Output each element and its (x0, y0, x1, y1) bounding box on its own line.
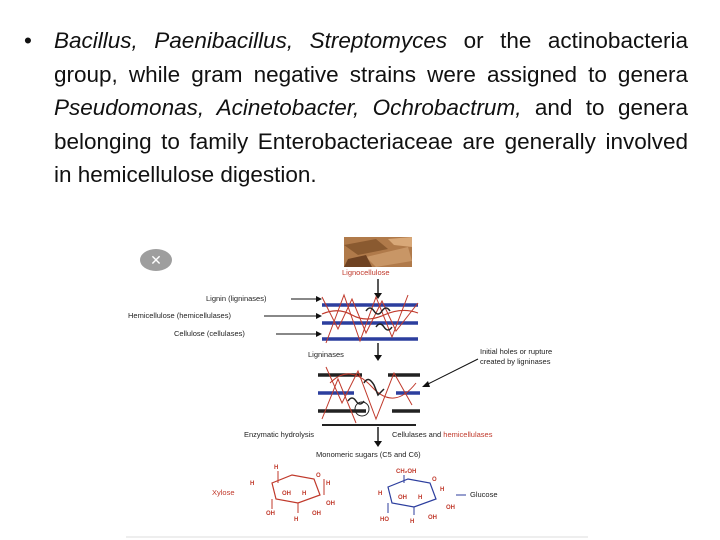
glucose-h2: H (418, 495, 422, 501)
glucose-ch2oh: CH₂OH (396, 469, 416, 475)
close-button[interactable]: ✕ (140, 249, 172, 271)
xylose-oh4: OH (312, 511, 321, 517)
glucose-oh2: OH (446, 505, 455, 511)
xylose-o: O (316, 473, 321, 479)
glucose-h4: H (410, 519, 414, 525)
paragraph-text: Bacillus, Paenibacillus, Streptomyces or… (54, 24, 688, 192)
holes-label-1: Initial holes or rupture (480, 347, 552, 356)
xylose-h4: H (294, 517, 298, 523)
lignin-label: Lignin (ligninases) (206, 294, 267, 303)
lignocellulose-diagram: ✕ Lignocellulose Lignin (ligninases) Hem… (126, 237, 588, 538)
xylose-h2: H (326, 481, 330, 487)
glucose-h3: H (440, 487, 444, 493)
paragraph-segment-2: and to genera belonging to family Entero… (54, 95, 689, 187)
glucose-h1: H (378, 491, 382, 497)
cellulose-arrowhead (316, 331, 322, 337)
monomeric-label: Monomeric sugars (C5 and C6) (316, 450, 421, 459)
genus-bacillus: Bacillus, (54, 28, 138, 53)
genus-paenibacillus: Paenibacillus, (154, 28, 294, 53)
lignocellulose-structure (321, 293, 419, 344)
lignin-arrowhead (316, 296, 322, 302)
enzymatic-label: Enzymatic hydrolysis (244, 430, 314, 439)
xylose-h5: H (250, 481, 254, 487)
cellulose-label: Cellulose (cellulases) (174, 329, 245, 338)
ligninases-label: Ligninases (308, 350, 344, 359)
xylose-structure: O H H OH OH H OH H OH H (250, 465, 335, 523)
arrow-down-2 (374, 343, 382, 361)
hemicellulose-arrowhead (316, 313, 322, 319)
bullet-paragraph: • Bacillus, Paenibacillus, Streptomyces … (24, 24, 688, 192)
hemicellulases-text: hemicellulases (443, 430, 492, 439)
xylose-label: Xylose (212, 488, 235, 497)
ruptured-structure (318, 366, 420, 426)
close-icon[interactable]: ✕ (150, 253, 162, 269)
lignocellulose-label: Lignocellulose (342, 268, 390, 277)
genus-streptomyces: Streptomyces (309, 28, 448, 53)
genera-gram-negative: Pseudomonas, Acinetobacter, Ochrobactrum… (54, 95, 522, 120)
glucose-label: Glucose (470, 490, 498, 499)
lignocellulose-figure: ✕ Lignocellulose Lignin (ligninases) Hem… (126, 233, 588, 538)
xylose-h3: H (302, 491, 306, 497)
paragraph-segment-1: or the actinobacteria group, while gram … (54, 28, 688, 87)
hemicellulose-label: Hemicellulose (hemicellulases) (128, 311, 231, 320)
glucose-oh1: OH (398, 495, 407, 501)
arrow-down-1 (374, 279, 382, 299)
holes-arrowhead (422, 381, 430, 387)
cellulases-text: Cellulases and (392, 430, 443, 439)
arrow-down-3 (374, 427, 382, 447)
glucose-oh3: OH (428, 515, 437, 521)
xylose-oh1: OH (326, 501, 335, 507)
xylose-oh3: OH (266, 511, 275, 517)
xylose-h1: H (274, 465, 278, 471)
holes-label-2: created by ligninases (480, 357, 551, 366)
xylose-oh2: OH (282, 491, 291, 497)
wood-chip-photo (344, 237, 412, 267)
glucose-o: O (432, 477, 437, 483)
glucose-structure: CH₂OH O H OH H H OH HO H OH (378, 469, 466, 525)
glucose-ho: HO (380, 517, 389, 523)
bullet-dot: • (24, 28, 32, 53)
holes-arrow (425, 358, 479, 386)
enzymes-label: Cellulases and hemicellulases (392, 430, 493, 439)
